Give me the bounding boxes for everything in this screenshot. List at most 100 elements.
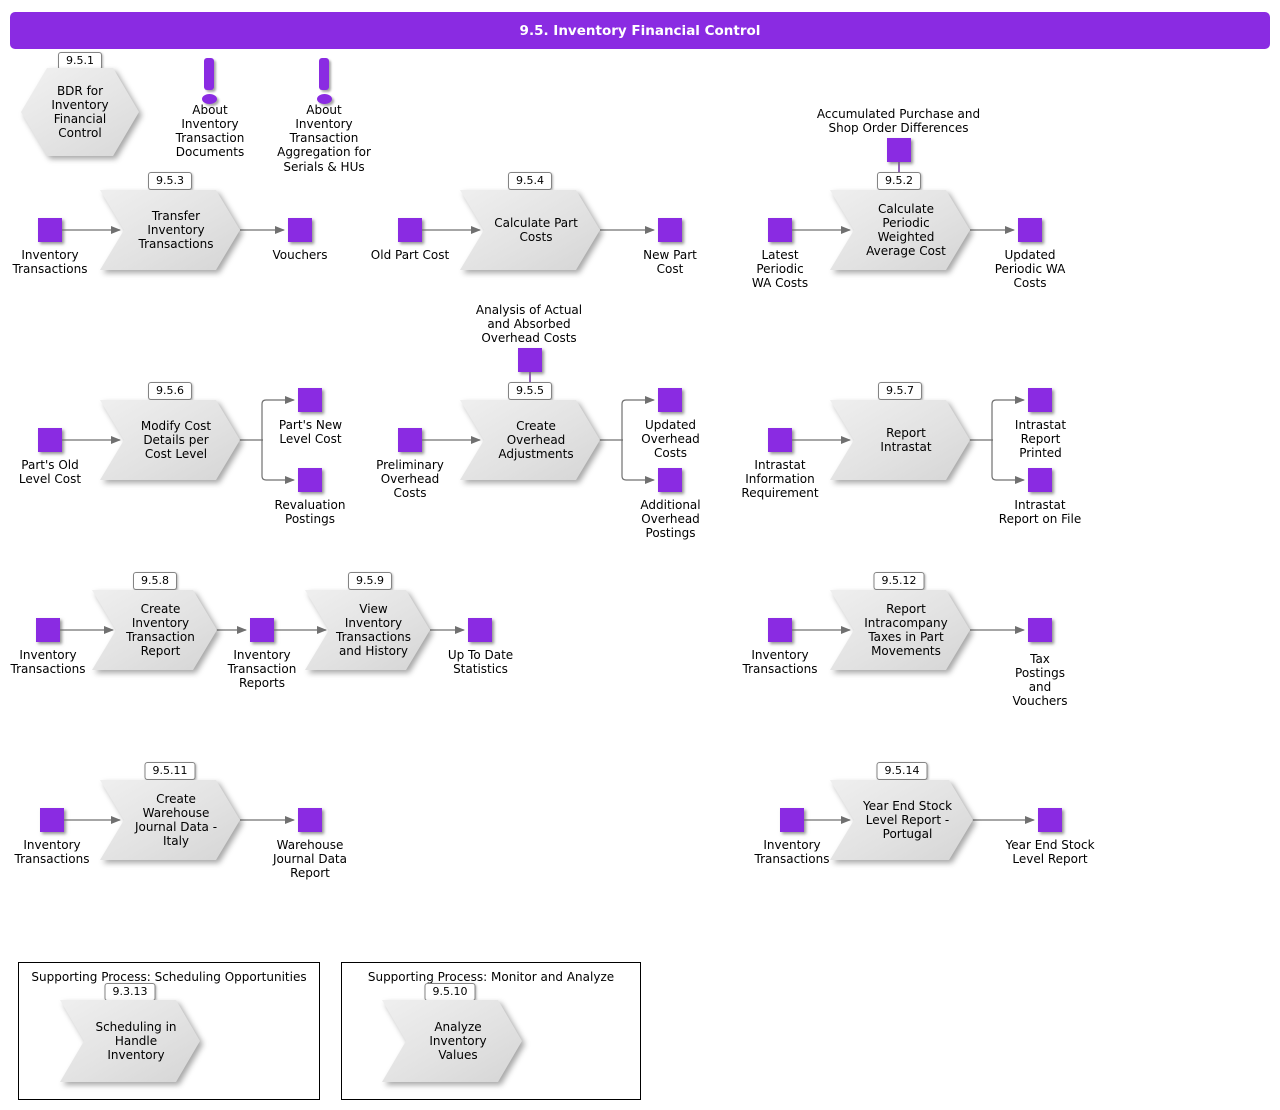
artifact-label: Inventory Transactions (754, 838, 830, 867)
artifact-vouchers (288, 218, 312, 242)
artifact-label: Part's New Level Cost (278, 418, 343, 447)
process-label: Modify Cost Details per Cost Level (140, 418, 212, 462)
step-id-chip-9-5-12[interactable]: 9.5.12 (873, 572, 925, 590)
process-label: Report Intrastat (880, 425, 932, 454)
step-id-chip-9-5-14[interactable]: 9.5.14 (876, 762, 928, 780)
process-label: Create Inventory Transaction Report (126, 601, 195, 659)
artifact-label: Preliminary Overhead Costs (376, 458, 444, 501)
exclamation-icon (204, 58, 214, 90)
artifact-label: Additional Overhead Postings (640, 498, 701, 541)
process-label: Year End Stock Level Report - Portugal (862, 798, 953, 842)
artifact-parts-old-level-cost (38, 428, 62, 452)
artifact-label: Vouchers (272, 248, 328, 262)
artifact-label: Inventory Transaction Reports (227, 648, 297, 691)
artifact-up-to-date-statistics (468, 618, 492, 642)
artifact-inventory-transaction-reports (250, 618, 274, 642)
process-label: Create Warehouse Journal Data - Italy (134, 791, 218, 849)
process-create-warehouse-journal-data-italy[interactable]: Create Warehouse Journal Data - Italy (100, 780, 240, 860)
artifact-intrastat-report-on-file (1028, 468, 1052, 492)
bdr-label: BDR for Inventory Financial Control (51, 83, 109, 141)
artifact-inventory-transactions (40, 808, 64, 832)
process-label: Transfer Inventory Transactions (138, 208, 214, 252)
step-id-chip-9-5-5[interactable]: 9.5.5 (508, 382, 552, 400)
artifact-warehouse-journal-data-report (298, 808, 322, 832)
artifact-label: Inventory Transactions (12, 248, 88, 277)
artifact-accumulated-differences (887, 138, 911, 162)
process-view-inventory-transactions-history[interactable]: View Inventory Transactions and History (305, 590, 430, 670)
process-report-intrastat[interactable]: Report Intrastat (830, 400, 970, 480)
process-label: Analyze Inventory Values (429, 1019, 487, 1063)
artifact-analysis-overhead (518, 348, 542, 372)
process-report-intracompany-taxes[interactable]: Report Intracompany Taxes in Part Moveme… (830, 590, 970, 670)
step-id-chip-9-3-13[interactable]: 9.3.13 (104, 983, 156, 1001)
process-transfer-inventory-transactions[interactable]: Transfer Inventory Transactions (100, 190, 240, 270)
aux-label-analysis-overhead: Analysis of Actual and Absorbed Overhead… (475, 303, 583, 346)
process-year-end-stock-level-report-portugal[interactable]: Year End Stock Level Report - Portugal (830, 780, 973, 860)
artifact-label: Updated Overhead Costs (641, 418, 700, 461)
bdr-hexagon[interactable]: BDR for Inventory Financial Control (21, 68, 139, 156)
artifact-inventory-transactions (36, 618, 60, 642)
artifact-inventory-transactions (768, 618, 792, 642)
artifact-label: Intrastat Report Printed (1014, 418, 1067, 461)
step-id-chip-9-5-6[interactable]: 9.5.6 (148, 382, 192, 400)
artifact-label: Latest Periodic WA Costs (751, 248, 809, 291)
exclamation-dot-icon (317, 94, 332, 104)
process-label: View Inventory Transactions and History (336, 601, 411, 659)
process-modify-cost-details[interactable]: Modify Cost Details per Cost Level (100, 400, 240, 480)
artifact-label: Tax Postings and Vouchers (1012, 652, 1068, 709)
step-id-chip-9-5-8[interactable]: 9.5.8 (133, 572, 177, 590)
step-id-chip-9-5-11[interactable]: 9.5.11 (144, 762, 196, 780)
process-label: Scheduling in Handle Inventory (95, 1019, 177, 1063)
exclamation-dot-icon (202, 94, 217, 104)
note-label: About Inventory Transaction Aggregation … (277, 103, 371, 174)
artifact-latest-periodic-wa-costs (768, 218, 792, 242)
supporting-box-title: Supporting Process: Monitor and Analyze (367, 970, 615, 984)
artifact-label: Inventory Transactions (10, 648, 86, 677)
about-note-aggregation[interactable]: About Inventory Transaction Aggregation … (274, 58, 374, 193)
artifact-updated-periodic-wa-costs (1018, 218, 1042, 242)
artifact-intrastat-report-printed (1028, 388, 1052, 412)
process-create-overhead-adjustments[interactable]: Create Overhead Adjustments (460, 400, 600, 480)
artifact-year-end-stock-level-report (1038, 808, 1062, 832)
artifact-label: Warehouse Journal Data Report (273, 838, 347, 881)
aux-label-accumulated-differences: Accumulated Purchase and Shop Order Diff… (816, 107, 981, 136)
artifact-label: Year End Stock Level Report (1005, 838, 1095, 867)
step-id-chip-9-5-7[interactable]: 9.5.7 (878, 382, 922, 400)
process-label: Report Intracompany Taxes in Part Moveme… (864, 601, 948, 659)
artifact-inventory-transactions (38, 218, 62, 242)
process-label: Calculate Periodic Weighted Average Cost (866, 201, 946, 259)
process-create-inventory-transaction-report[interactable]: Create Inventory Transaction Report (92, 590, 217, 670)
artifact-old-part-cost (398, 218, 422, 242)
step-id-chip-9-5-3[interactable]: 9.5.3 (148, 172, 192, 190)
step-id-chip-9-5-9[interactable]: 9.5.9 (348, 572, 392, 590)
supporting-box-title: Supporting Process: Scheduling Opportuni… (31, 970, 307, 984)
process-calculate-periodic-wa-cost[interactable]: Calculate Periodic Weighted Average Cost (830, 190, 970, 270)
process-calculate-part-costs[interactable]: Calculate Part Costs (460, 190, 600, 270)
artifact-label: Intrastat Report on File (998, 498, 1082, 527)
artifact-intrastat-information-requirement (768, 428, 792, 452)
exclamation-icon (319, 58, 329, 90)
step-id-chip-9-5-2[interactable]: 9.5.2 (877, 172, 921, 190)
artifact-tax-postings-and-vouchers (1028, 618, 1052, 642)
about-note-documents[interactable]: About Inventory Transaction Documents (160, 58, 260, 168)
artifact-label: Inventory Transactions (14, 838, 90, 867)
artifact-additional-overhead-postings (658, 468, 682, 492)
artifact-label: Updated Periodic WA Costs (994, 248, 1066, 291)
artifact-updated-overhead-costs (658, 388, 682, 412)
artifact-label: Intrastat Information Requirement (741, 458, 819, 501)
artifact-new-part-cost (658, 218, 682, 242)
artifact-inventory-transactions (780, 808, 804, 832)
artifact-label: New Part Cost (643, 248, 697, 277)
artifact-label: Revaluation Postings (274, 498, 346, 527)
diagram-title: 9.5. Inventory Financial Control (519, 22, 761, 39)
artifact-label: Old Part Cost (370, 248, 450, 262)
process-analyze-inventory-values[interactable]: Analyze Inventory Values (382, 1000, 522, 1082)
artifact-parts-new-level-cost (298, 388, 322, 412)
step-id-chip-9-5-4[interactable]: 9.5.4 (508, 172, 552, 190)
process-label: Create Overhead Adjustments (498, 418, 574, 462)
diagram-title-bar: 9.5. Inventory Financial Control (10, 12, 1270, 49)
artifact-label: Part's Old Level Cost (18, 458, 82, 487)
artifact-revaluation-postings (298, 468, 322, 492)
step-id-chip-9-5-10[interactable]: 9.5.10 (424, 983, 476, 1001)
process-scheduling-in-handle-inventory[interactable]: Scheduling in Handle Inventory (60, 1000, 200, 1082)
